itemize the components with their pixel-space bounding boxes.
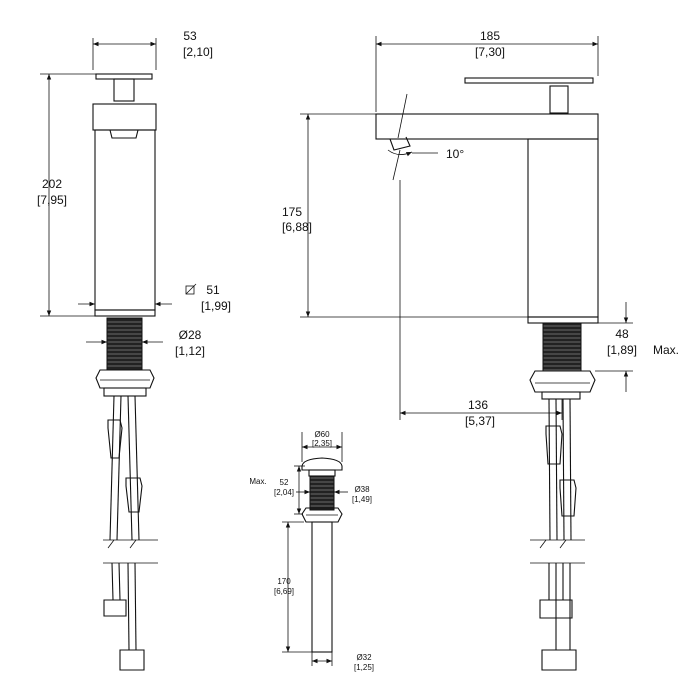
- front-handle-lever: [95, 73, 153, 80]
- front-body: [94, 129, 156, 311]
- drain-shank-dia-mm: Ø38: [354, 485, 370, 494]
- side-length-in: [7,30]: [475, 45, 505, 59]
- front-width-in: [2,10]: [183, 45, 213, 59]
- deck-thickness-in: [1,89]: [607, 343, 637, 357]
- drain-tail-dia-in: [1,25]: [354, 663, 374, 672]
- drain-flange-mm: 52: [280, 478, 289, 487]
- drain-flange-max: Max.: [249, 477, 266, 486]
- shank-diameter-in: [1,12]: [175, 344, 205, 358]
- reach-in: [5,37]: [465, 414, 495, 428]
- front-handle-stem: [113, 78, 135, 102]
- front-base-plate: [94, 309, 156, 317]
- side-body: [527, 138, 599, 318]
- side-height-in: [6,88]: [282, 220, 312, 234]
- side-handle-lever: [464, 77, 594, 84]
- drain-top-dia-in: [2,35]: [312, 439, 332, 448]
- drain-tail-dia-mm: Ø32: [356, 653, 372, 662]
- drain-nut: [301, 507, 343, 523]
- side-aerator: [389, 136, 411, 151]
- side-handle-stem: [549, 85, 569, 114]
- deck-thickness-mm: 48: [615, 327, 629, 341]
- side-threaded-shank: [542, 322, 582, 372]
- drain-top-dia-mm: Ø60: [314, 430, 330, 439]
- side-supply-hoses: [530, 398, 585, 671]
- drain-shank-dia-in: [1,49]: [352, 495, 372, 504]
- side-length-mm: 185: [480, 29, 500, 43]
- spout-angle-label: 10°: [446, 147, 464, 161]
- drain-cap: [301, 457, 343, 471]
- drain-tail-pipe: [311, 521, 333, 653]
- drain-view: Ø60 [2,35] Max. 52 [2,04] Ø38 [1,49] 170…: [249, 430, 374, 672]
- body-square-mm: 51: [206, 283, 220, 297]
- front-aerator: [109, 129, 139, 139]
- reach-mm: 136: [468, 398, 488, 412]
- drain-flange-in: [2,04]: [274, 488, 294, 497]
- front-spout-box: [92, 103, 157, 131]
- front-supply-hoses: [103, 395, 158, 671]
- side-mounting-nut: [529, 370, 596, 393]
- drain-length-mm: 170: [277, 577, 291, 586]
- body-square-in: [1,99]: [201, 299, 231, 313]
- side-view: 10° 185 [7,30] 175 [6,88] 48 [1,89] Max.…: [282, 29, 679, 671]
- front-threaded-shank: [106, 317, 143, 371]
- drain-length-in: [6,69]: [274, 587, 294, 596]
- square-symbol: [185, 285, 195, 295]
- front-mounting-nut: [95, 369, 155, 389]
- drain-threaded-body: [309, 475, 335, 511]
- deck-thickness-max: Max.: [653, 343, 679, 357]
- front-height-mm: 202: [42, 177, 62, 191]
- side-height-mm: 175: [282, 205, 302, 219]
- shank-diameter-mm: Ø28: [179, 328, 202, 342]
- front-height-in: [7,95]: [37, 193, 67, 207]
- front-width-mm: 53: [183, 29, 197, 43]
- front-view: 53 [2,10] 202 [7,95] 51 [1,99] Ø28 [1,12…: [37, 29, 231, 671]
- side-spout: [375, 113, 599, 140]
